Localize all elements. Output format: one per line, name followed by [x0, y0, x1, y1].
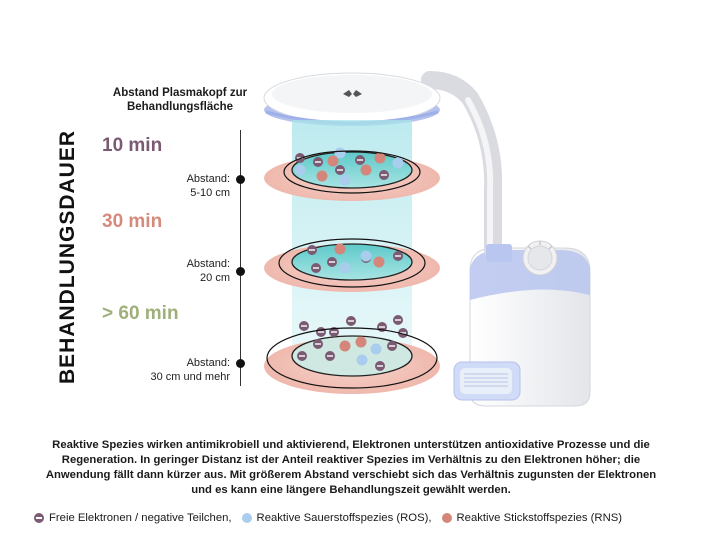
- legend-item-electrons: Freie Elektronen / negative Teilchen,: [34, 512, 232, 524]
- knob-ticks: [527, 241, 553, 250]
- distance-ring-2: [278, 238, 426, 288]
- plasma-head: [263, 72, 441, 126]
- legend-item-ros: Reaktive Sauerstoffspezies (ROS),: [241, 512, 432, 524]
- distance-label-3: Abstand: 30 cm und mehr: [150, 357, 230, 383]
- legend: Freie Elektronen / negative Teilchen, Re…: [34, 512, 684, 524]
- legend-label-rns: Reaktive Stickstoffspezies (RNS): [456, 512, 623, 524]
- ros-particle-icon: [241, 513, 252, 523]
- distance-label-1: Abstand: 5-10 cm: [186, 173, 230, 199]
- legend-label-electrons: Freie Elektronen / negative Teilchen,: [49, 512, 232, 524]
- scale-marker-2: [236, 267, 245, 276]
- plasma-device-illustration: [263, 71, 591, 407]
- distance-label-2: Abstand: 20 cm: [186, 258, 230, 284]
- particles-level-2: [307, 243, 403, 274]
- distance-scale-line: [240, 130, 241, 386]
- minus-particle-icon: [34, 513, 44, 523]
- distance-ring-3: [266, 327, 438, 389]
- description-text: Reaktive Spezies wirken antimikrobiell u…: [45, 439, 657, 496]
- legend-label-ros: Reaktive Sauerstoffspezies (ROS),: [256, 512, 432, 524]
- vent-grille: [464, 373, 508, 387]
- logo-icon: [343, 90, 362, 97]
- device-base: [453, 240, 591, 407]
- duration-label-2: 30 min: [102, 211, 163, 232]
- distance-ring-1: [283, 150, 421, 194]
- scale-marker-1: [236, 175, 245, 184]
- legend-item-rns: Reaktive Stickstoffspezies (RNS): [441, 512, 623, 524]
- treatment-level-2: [264, 243, 440, 292]
- scale-marker-3: [236, 359, 245, 368]
- device-arm: [421, 71, 503, 259]
- treatment-level-3: [264, 335, 440, 394]
- treatment-duration-title: BEHANDLUNGSDAUER: [56, 129, 79, 384]
- distance-caption: Abstand Plasmakopf zur Behandlungsfläche: [112, 87, 248, 113]
- particles-level-1: [294, 147, 404, 186]
- treatment-level-1: [264, 151, 440, 201]
- duration-label-3: > 60 min: [102, 303, 179, 324]
- rns-particle-icon: [441, 513, 452, 523]
- duration-label-1: 10 min: [102, 135, 163, 156]
